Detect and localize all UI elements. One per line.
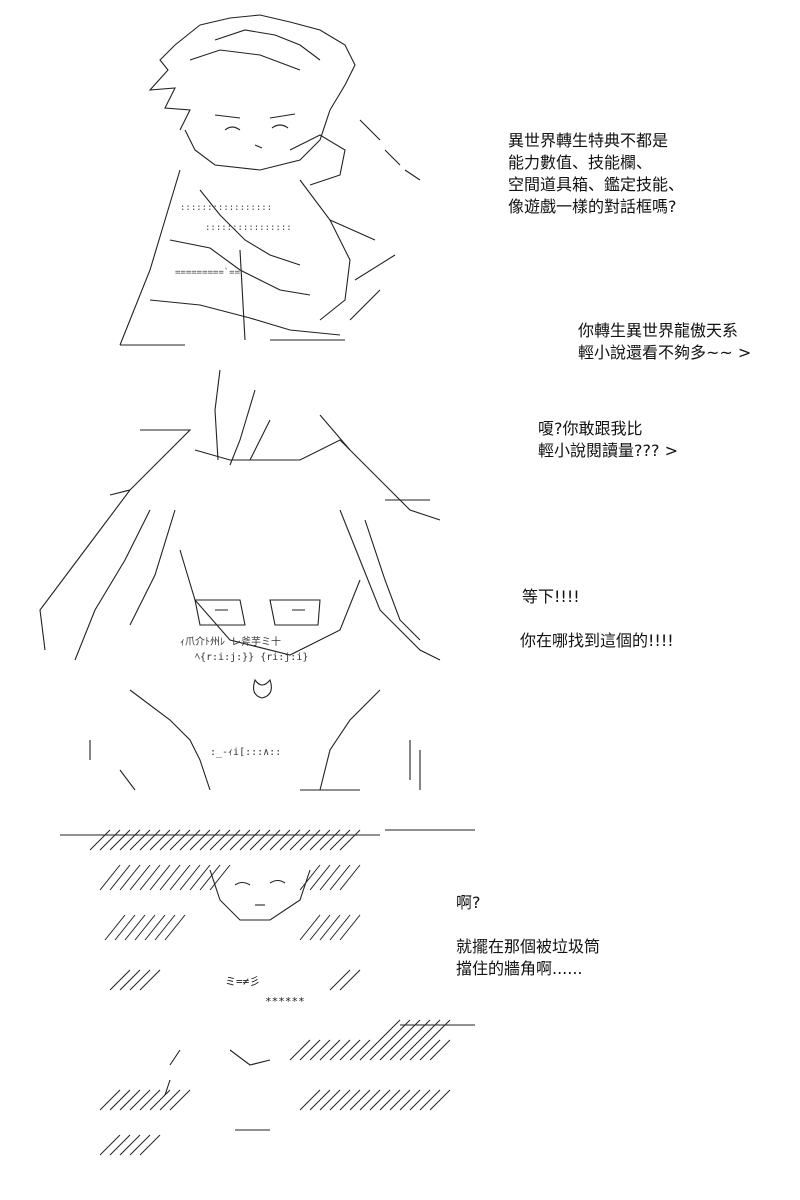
- ascii-art-character-dark: ****** ミ=≠彡: [60, 829, 475, 1156]
- speech-text: 啊?: [456, 893, 481, 912]
- svg-text::_-ｨi[:::∧::: :_-ｨi[:::∧::: [210, 747, 281, 758]
- svg-text:ミ=≠彡: ミ=≠彡: [225, 975, 260, 988]
- speech-text: 就擺在那個被垃圾筒 擋住的牆角啊......: [456, 937, 601, 978]
- speech-text: 等下!!!!: [522, 587, 580, 606]
- panel-2: ｨ爪介ﾄ州ﾚ レ斧芋ミ十 ﾍ{r:i:j:}} {ri:j:i} :_-ｨi[:…: [0, 360, 800, 810]
- svg-text:ﾍ{r:i:j:}} {ri:j:i}: ﾍ{r:i:j:}} {ri:j:i}: [195, 652, 308, 663]
- speech-text: 你在哪找到這個的!!!!: [520, 631, 674, 650]
- panel-1: ::::::::::::::::: =========`== :::::::::…: [0, 0, 800, 362]
- speech-text: 異世界轉生特典不都是 能力數值、技能欄、 空間道具箱、鑑定技能、 像遊戲一樣的對…: [508, 131, 685, 216]
- svg-text:ｨ爪介ﾄ州ﾚ レ斧芋ミ十: ｨ爪介ﾄ州ﾚ レ斧芋ミ十: [180, 635, 281, 648]
- speech-text: 你轉生異世界龍傲天系 輕小說還看不夠多~~ >: [578, 321, 752, 362]
- svg-text:::::::::::::::::: ::::::::::::::::: [205, 223, 292, 233]
- speech-text: 嗄?你敢跟我比 輕小說閱讀量??? >: [538, 419, 678, 460]
- panel-3: ****** ミ=≠彡 啊? 就擺在那個被垃圾筒 擋住的牆角啊......: [0, 810, 800, 1200]
- ascii-art-character-thinking: ::::::::::::::::: =========`== :::::::::…: [119, 14, 421, 346]
- svg-text::::::::::::::::::: :::::::::::::::::: [180, 203, 272, 213]
- svg-text:******: ******: [265, 995, 305, 1008]
- ascii-art-character-surprised: ｨ爪介ﾄ州ﾚ レ斧芋ミ十 ﾍ{r:i:j:}} {ri:j:i} :_-ｨi[:…: [39, 369, 441, 791]
- svg-text:=========`==: =========`==: [175, 267, 241, 278]
